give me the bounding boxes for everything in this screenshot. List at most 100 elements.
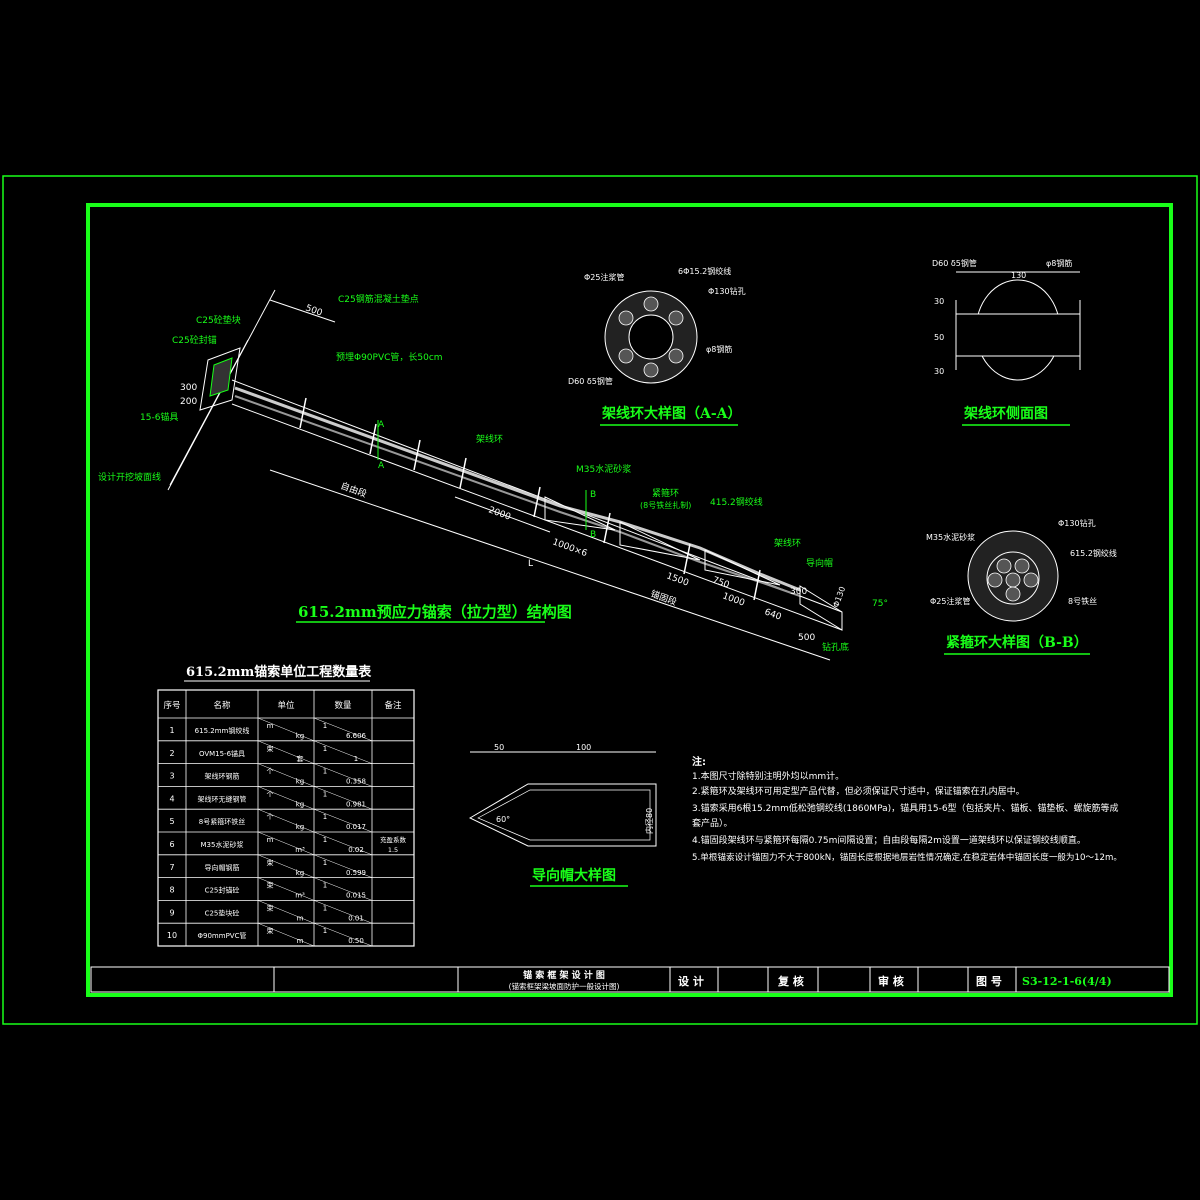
side-rebar: φ8钢筋 [1046,258,1072,268]
aa-pipe: D60 δ5钢管 [568,376,613,386]
table-cell-name: C25封锚砼 [205,886,240,895]
guide-cap-title: 导向帽大样图 [532,867,616,884]
dim-200: 200 [180,397,197,407]
label-strand: 415.2钢绞线 [710,496,763,508]
strand-bundle [234,386,801,592]
note-line-2: 2.紧箍环及架线环可用定型产品代替，但必须保证尺寸适中，保证锚索在孔内居中。 [692,785,1025,797]
label-anchor-head: 15-6锚具 [140,411,178,423]
dim-500b: 500 [798,633,815,643]
bb-strand: 615.2钢绞线 [1070,548,1117,558]
table-cell-unit-top: 束 [267,859,274,867]
dim-300: 300 [180,383,197,393]
table-cell-no: 10 [167,931,177,940]
label-pvc-sleeve: 预埋Φ90PVC管，长50cm [336,351,443,363]
label-guide-cap: 导向帽 [806,557,833,569]
section-bb-title: 紧箍环大样图（B-B） [946,634,1088,651]
cap-dim-50: 50 [494,743,504,752]
table-cell-no: 5 [169,817,174,826]
table-cell-name: C25垫块砼 [205,908,240,917]
table-cell-qty-top: 1 [323,882,327,890]
label-spacer-ring-2: 架线环 [774,537,801,549]
table-cell-name: 615.2mm钢绞线 [195,726,250,735]
table-cell-no: 8 [169,886,174,895]
dim-300b: 300 [790,587,807,597]
table-cell-unit-bot: kg [296,823,305,831]
table-cell-unit-bot: kg [296,732,305,740]
table-cell-unit-top: 束 [267,927,274,935]
table-cell-name: 8号紧箍环铁丝 [199,817,245,826]
table-cell-unit-bot: kg [296,800,305,808]
table-cell-name: OVM15-6锚具 [199,749,245,758]
side-view-title: 架线环侧面图 [963,405,1048,422]
side-dim-130: 130 [1011,271,1026,280]
aa-grout-pipe: Φ25注浆管 [584,272,624,282]
table-header-cell: 单位 [277,700,295,711]
project-line-1: 锚 索 框 架 设 计 图 [523,969,605,981]
dim-l: L [528,559,533,569]
table-cell-qty-top: 1 [323,927,327,935]
table-title: 615.2mm锚索单位工程数量表 [186,664,372,680]
side-dim-a: 30 [934,297,944,306]
label-rebar-support: C25钢筋混凝土垫点 [338,293,419,305]
aa-strands: 6Φ15.2钢绞线 [678,266,731,276]
table-cell-qty-top: 1 [323,859,327,867]
svg-text:A: A [378,461,385,471]
note-line-6: 5.单根锚索设计锚固力不大于800kN，锚固长度根据地层岩性情况确定,在稳定岩体… [692,851,1122,863]
dim-2000: 2000 [487,505,512,522]
dim-phi130: Φ130 [831,585,847,608]
table-cell-qty-top: 1 [323,745,327,753]
table-cell-unit-bot: kg [296,778,305,786]
table-cell-qty-top: 1 [323,722,327,730]
table-cell-unit-bot: m [297,937,304,945]
notes-block: 注: 1.本图尺寸除特别注明外均以mm计。 2.紧箍环及架线环可用定型产品代替，… [692,755,1122,863]
bb-grout-pipe: Φ25注浆管 [930,596,970,606]
table-cell-name: 架线环无缝钢管 [198,794,247,803]
table-cell-qty-bot: 0.02 [348,846,364,854]
bb-wire: 8号铁丝 [1068,596,1097,606]
table-cell-qty-bot: 0.017 [346,823,366,831]
table-cell-no: 7 [169,863,174,872]
section-aa-title: 架线环大样图（A-A） [601,405,742,422]
dim-angle: 75° [872,599,888,609]
cap-angle: 60° [496,815,510,824]
label-hole-bottom: 钻孔底 [822,641,849,653]
tb-audit: 审 核 [878,974,904,988]
table-cell-qty-bot: 0.50 [348,937,364,945]
table-header-cell: 名称 [213,700,231,711]
notes-heading: 注: [692,755,706,768]
dim-1000x6: 1000×6 [551,537,589,559]
guide-cap-detail: 50 100 内径80 60° 导向帽大样图 [468,743,657,887]
dim-1500: 1500 [665,571,690,588]
spacer-ring-side-view: 130 D60 δ5钢管 φ8钢筋 30 50 30 架线环侧面图 [932,258,1081,426]
table-cell-no: 1 [169,726,174,735]
table-header-cell: 序号 [163,700,180,711]
table-cell-note: 充盈系数 [380,835,407,844]
table-cell-unit-top: m [267,722,274,730]
table-cell-unit-bot: 套 [297,754,304,763]
aa-rebar: φ8钢筋 [706,344,732,354]
table-cell-qty-bot: 6.606 [346,732,367,740]
table-cell-name: 架线环钢筋 [205,772,240,781]
outer-frame [2,175,1198,1025]
tb-review: 复 核 [777,974,804,988]
table-cell-qty-bot: 0.01 [348,914,364,922]
table-cell-qty-bot: 0.015 [346,892,366,900]
tb-design: 设 计 [678,974,704,988]
note-line-1: 1.本图尺寸除特别注明外均以mm计。 [692,770,844,782]
table-cell-unit-bot: kg [296,869,305,877]
dim-640: 640 [763,607,783,622]
table-cell-unit-top: 个 [267,790,274,798]
table-cell-unit-top: 个 [267,768,274,776]
table-header-cell: 备注 [384,700,402,711]
table-cell-no: 6 [169,840,174,849]
table-cell-no: 9 [169,908,174,917]
section-bb-detail: Φ130钻孔 M35水泥砂浆 615.2钢绞线 Φ25注浆管 8号铁丝 紧箍环大… [926,518,1117,655]
table-cell-unit-top: 束 [267,882,274,890]
label-slope-surface: 设计开挖坡面线 [98,471,161,483]
table-cell-unit-top: 束 [267,904,274,912]
table-cell-qty-bot: 1 [354,755,358,763]
dim-500: 500 [304,303,324,318]
label-spacer-ring: 架线环 [476,433,503,445]
